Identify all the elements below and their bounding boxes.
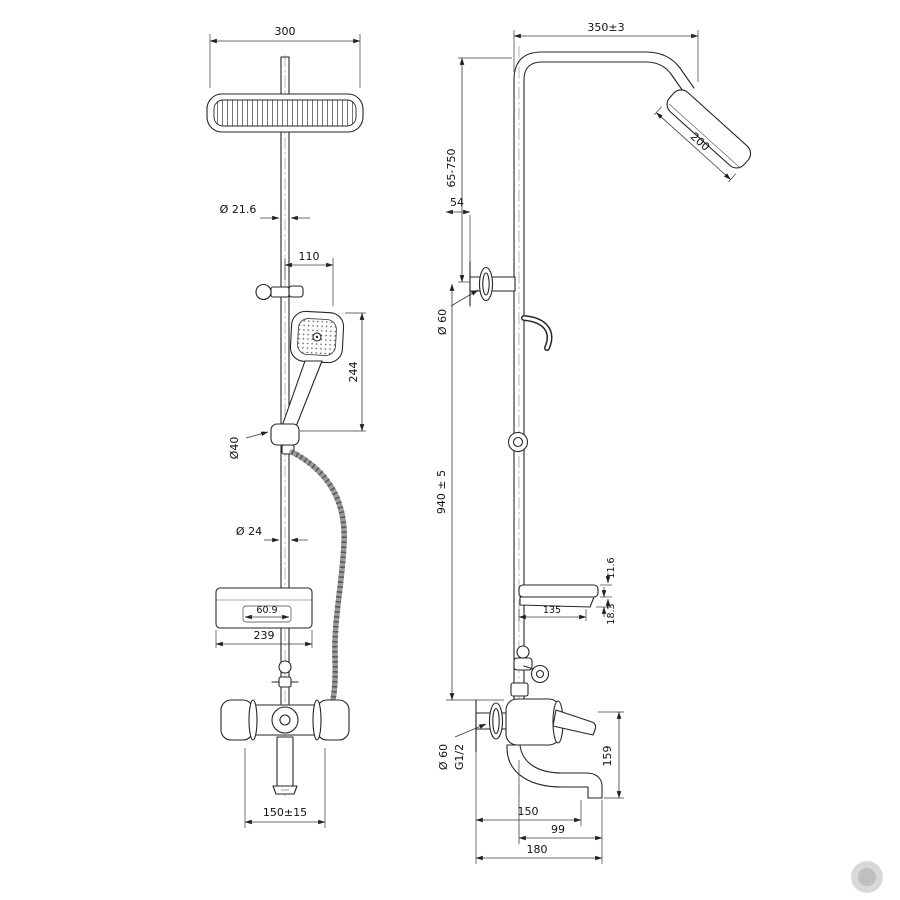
watermark-logo <box>851 861 883 893</box>
dim-shelf-width: 239 <box>254 629 275 642</box>
dim-inlet-spacing: 150±15 <box>263 806 307 819</box>
dim-spout-tip-offset: 99 <box>551 823 565 836</box>
front-view: 300 Ø 21.6 110 244 Ø40 Ø 24 60.9 <box>206 25 366 828</box>
slider-holder <box>270 423 300 446</box>
mixer-lever-handle <box>552 709 597 736</box>
dim-height-adjust-range: 65-750 <box>445 149 458 188</box>
tub-spout <box>506 744 603 799</box>
dim-handshower-offset: 110 <box>299 250 320 263</box>
side-diverter-detail <box>510 645 550 697</box>
right-handle <box>316 699 350 741</box>
dim-lower-riser-diameter: Ø 24 <box>236 525 262 538</box>
dim-wall-flange-diameter: Ø 60 <box>436 309 449 335</box>
side-view: 200 <box>435 21 752 864</box>
side-shelf <box>518 584 599 608</box>
dim-slider-diameter: Ø40 <box>228 437 241 460</box>
rain-head-spray-face <box>213 99 357 127</box>
dim-shelf-lip-drop: 18.3 <box>606 603 617 624</box>
dim-shelf-thickness: 11.6 <box>606 557 617 578</box>
front-mixer <box>220 699 350 795</box>
front-hand-shower <box>270 310 345 455</box>
dim-arm-reach: 350±3 <box>587 21 624 34</box>
side-slider-knob <box>507 431 529 453</box>
dim-handshower-length: 244 <box>347 362 360 383</box>
dim-shelf-depth: 135 <box>543 605 561 616</box>
left-handle <box>220 699 254 741</box>
dim-column-height: 940 ± 5 <box>435 470 448 514</box>
dim-shelf-pocket-width: 60.9 <box>256 605 277 616</box>
down-spout <box>276 736 294 788</box>
side-handshower-hook <box>521 315 553 351</box>
front-diverter-detail <box>271 660 299 688</box>
front-dimensions: 300 Ø 21.6 110 244 Ø40 Ø 24 60.9 <box>209 25 366 828</box>
side-dimensions: 350±3 65-750 54 Ø 60 940 ± 5 11.6 <box>435 21 699 864</box>
dim-connection-thread: G1/2 <box>453 744 466 770</box>
dim-spout-reach: 150 <box>518 805 539 818</box>
dim-mixer-flange-diameter: Ø 60 <box>437 744 450 770</box>
hand-shower-handle <box>280 360 323 430</box>
front-shower-hose <box>289 449 347 723</box>
dim-wall-offset: 54 <box>450 196 464 209</box>
side-column-and-arm <box>513 51 695 746</box>
dim-overall-depth: 180 <box>527 843 548 856</box>
side-mixer <box>475 698 603 799</box>
dim-head-width: 300 <box>275 25 296 38</box>
dim-spout-assembly-height: 159 <box>601 746 614 767</box>
front-upper-bracket <box>255 283 304 301</box>
dim-riser-diameter: Ø 21.6 <box>220 203 257 216</box>
side-wall-bracket <box>469 261 516 307</box>
front-rain-head <box>206 93 364 133</box>
side-rain-head: 200 <box>654 89 752 182</box>
